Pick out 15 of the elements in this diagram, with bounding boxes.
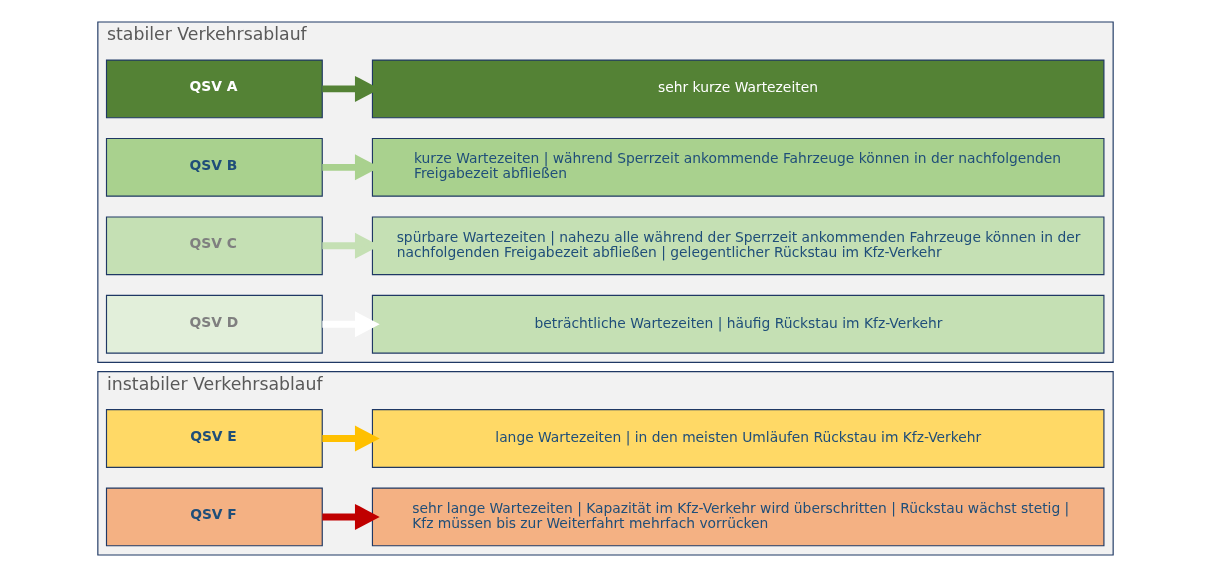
node-box: kurze Wartezeiten | während Sperrzeit ankommende Fahrzeuge können in der nachfolgenden Freigabezeit abfließen [371, 137, 1105, 197]
arrow [322, 311, 380, 338]
node-box: lange Wartezeiten | in den meisten Umläufen Rückstau im Kfz-Verkehr [371, 409, 1105, 468]
node-box: sehr lange Wartezeiten | Kapazität im Kfz-Verkehr wird überschritten | Rückstau wächst stetig | Kfz müssen bis zur Weiterfahrt mehrfach vorrücken [371, 487, 1105, 547]
node-box: QSV B [105, 137, 323, 197]
node-box: QSV F [105, 487, 323, 547]
arrow [322, 503, 380, 530]
node-box: QSV A [105, 59, 323, 119]
node-box: sehr kurze Wartezeiten [371, 59, 1105, 119]
node-box: beträchtliche Wartezeiten | häufig Rückstau im Kfz-Verkehr [371, 294, 1105, 354]
node-box: QSV E [105, 409, 323, 468]
node-box: QSV D [105, 294, 323, 354]
arrow [322, 425, 380, 452]
node-box: QSV C [105, 216, 323, 276]
node-box: spürbare Wartezeiten | nahezu alle während der Sperrzeit ankommenden Fahrzeuge können in der nachfolgenden Freigabezeit abfließen | gelegentlicher Rückstau im Kfz-Verkehr [371, 216, 1105, 276]
